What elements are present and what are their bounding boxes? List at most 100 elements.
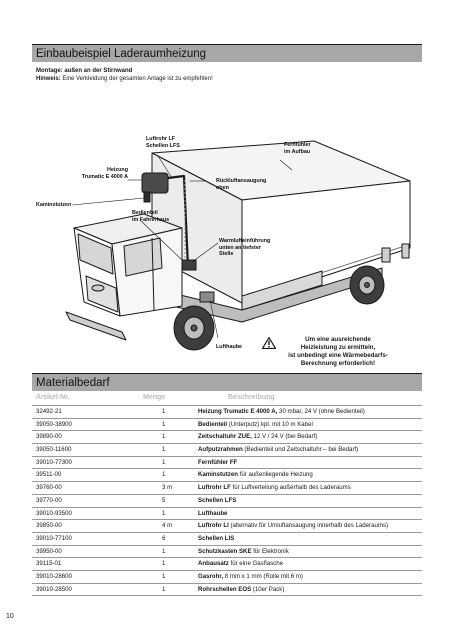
item-name: Schellen LIS <box>198 534 235 542</box>
article-number: 32492-21 <box>36 408 62 415</box>
air-pipe <box>167 174 190 269</box>
front-bumper <box>65 311 127 341</box>
article-number: 39511-00 <box>36 471 62 479</box>
item-detail: (10er Pack) <box>251 585 285 593</box>
warning-triangle-icon <box>262 337 276 349</box>
table-row: 39010-77300 1 Fernfühler FF <box>32 455 422 469</box>
description: Anbausatz für eine Gasflasche <box>198 558 283 570</box>
quantity: 1 <box>162 547 166 555</box>
item-name: Luftrohr LI <box>198 522 229 530</box>
table-row: 39010-28600 1 Gasrohr, 8 mm x 1 mm (Rolle … <box>32 569 422 583</box>
item-detail: (alternativ für Umluftansaugung innerhal… <box>228 522 389 530</box>
quantity: 1 <box>162 585 166 593</box>
article-number: 39115-01 <box>36 560 62 568</box>
article-number: 39050-11600 <box>36 446 72 454</box>
table-row: 39890-00 1 Zeitschaltuhr ZUE, 12 V / 24 V … <box>32 430 422 443</box>
hint-label: Hinweis: <box>36 76 61 82</box>
item-detail: (Unterputz) kpl. mit 10 m Kabel <box>227 420 313 428</box>
table-row: 39850-00 4 m Luftrohr LI (alternativ für U… <box>32 519 422 532</box>
table-row: 39010-28500 1 Rohrschellen EOS (10er Pack) <box>32 582 422 597</box>
item-detail: für Elektronik <box>251 547 289 555</box>
description: Lufthaube <box>198 508 227 520</box>
article-number: 39010-93500 <box>36 509 72 517</box>
article-number: 39950-00 <box>36 547 62 555</box>
callout-bedienteil: Bedienteil im Fahrerhaus <box>132 210 170 223</box>
item-detail: 8 mm x 1 mm (Rolle mit 6 m) <box>223 572 303 580</box>
table-row: 39010-77100 6 Schellen LIS <box>32 531 422 545</box>
quantity: 5 <box>162 496 166 504</box>
air-hood <box>199 291 215 303</box>
article-number: 39010-77100 <box>36 534 72 542</box>
item-name: Aufputzrahmen <box>198 446 243 454</box>
description: Schutzkasten SKE für Elektronik <box>198 546 289 558</box>
article-number: 39890-00 <box>36 433 62 441</box>
quantity: 1 <box>162 572 166 580</box>
item-detail: für Luftverteilung außerhalb des Laderau… <box>230 484 351 492</box>
description: Schellen LFS <box>198 495 236 507</box>
item-name: Anbausatz <box>198 560 229 568</box>
item-detail: 30 mbar, 24 V (ohne Bedienteil) <box>277 408 365 415</box>
callout-kaminstutzen: Kaminstutzen <box>36 202 72 208</box>
description: Schellen LIS <box>198 533 234 545</box>
callout-lufthaube: Lufthaube <box>216 344 243 350</box>
description: Heizung Trumatic E 4000 A, 30 mbar, 24 V… <box>198 406 365 418</box>
item-name: Heizung Trumatic E 4000 A, <box>198 408 278 415</box>
quantity: 6 <box>162 534 166 542</box>
description: Gasrohr, 8 mm x 1 mm (Rolle mit 6 m) <box>198 571 303 583</box>
item-name: Rohrschellen EOS <box>198 585 252 593</box>
item-detail: für außenliegende Heizung <box>237 471 313 479</box>
column-header-qty: Menge <box>143 394 166 401</box>
materials-table: 32492-21 1 Heizung Trumatic E 4000 A, 30 m… <box>32 405 422 597</box>
description: Fernfühler FF <box>198 457 237 469</box>
section-header-heating-example: Einbaubeispiel Laderaumheizung <box>32 44 422 62</box>
heater-unit <box>141 172 169 194</box>
item-name: Zeitschaltuhr ZUE, <box>198 433 252 441</box>
item-name: Schellen LFS <box>198 496 237 504</box>
side-rail <box>241 270 323 311</box>
quantity: 1 <box>162 408 166 415</box>
article-number: 39010-28600 <box>36 572 72 580</box>
item-detail: 12 V / 24 V (bei Bedarf) <box>251 433 318 441</box>
item-name: Schutzkasten SKE <box>198 547 252 555</box>
item-name: Kaminstutzen <box>198 471 238 479</box>
quantity: 3 m <box>162 484 173 492</box>
table-row: 32492-21 1 Heizung Trumatic E 4000 A, 30 m… <box>32 405 422 418</box>
quantity: 1 <box>162 420 166 428</box>
warning-text: Um eine ausreichende Heizleistung zu erm… <box>288 336 388 367</box>
item-name: Bedienteil <box>198 420 228 428</box>
table-row: 39050-38900 1 Bedienteil (Unterputz) kpl. … <box>32 417 422 431</box>
description: Aufputzrahmen (Bedienteil und Zeitschalt… <box>198 444 358 456</box>
column-header-desc: Beschreibung <box>228 394 275 401</box>
hint-text: Eine Verkleidung der gesamten Anlage ist… <box>60 76 213 82</box>
table-header: Artikel-Nr. Menge Beschreibung <box>32 391 422 404</box>
article-number: 39010-77300 <box>36 458 72 466</box>
table-row: 39010-93500 1 Lufthaube <box>32 506 422 520</box>
quantity: 1 <box>162 433 166 441</box>
table-row: 39950-00 1 Schutzkasten SKE für Elektronik <box>32 544 422 558</box>
description: Rohrschellen EOS (10er Pack) <box>198 584 284 596</box>
quantity: 1 <box>162 458 166 466</box>
montage-note: Montage: außen an der Stirnwand <box>36 68 133 74</box>
hint-note: Hinweis: Eine Verkleidung der gesamten A… <box>36 75 213 83</box>
article-number: 39010-28500 <box>36 585 72 593</box>
callout-fernfuehler: Fernfühler im Aufbau <box>284 142 311 155</box>
quantity: 4 m <box>162 522 173 530</box>
quantity: 1 <box>162 509 166 517</box>
article-number: 39850-00 <box>36 522 62 530</box>
article-number: 39050-38900 <box>36 420 72 428</box>
cab-windshield <box>77 233 114 275</box>
warm-air-inlet <box>181 259 197 271</box>
page-number: 10 <box>6 613 14 620</box>
article-number: 39760-00 <box>36 484 62 492</box>
description: Kaminstutzen für außenliegende Heizung <box>198 469 313 481</box>
cab-grille <box>85 275 119 313</box>
section-header-materials: Materialbedarf <box>32 373 422 391</box>
truck-installation-illustration <box>65 140 411 351</box>
callout-rueckluft: Rückluftansaugung oben <box>216 178 267 191</box>
item-detail: für eine Gasflasche <box>228 560 284 568</box>
